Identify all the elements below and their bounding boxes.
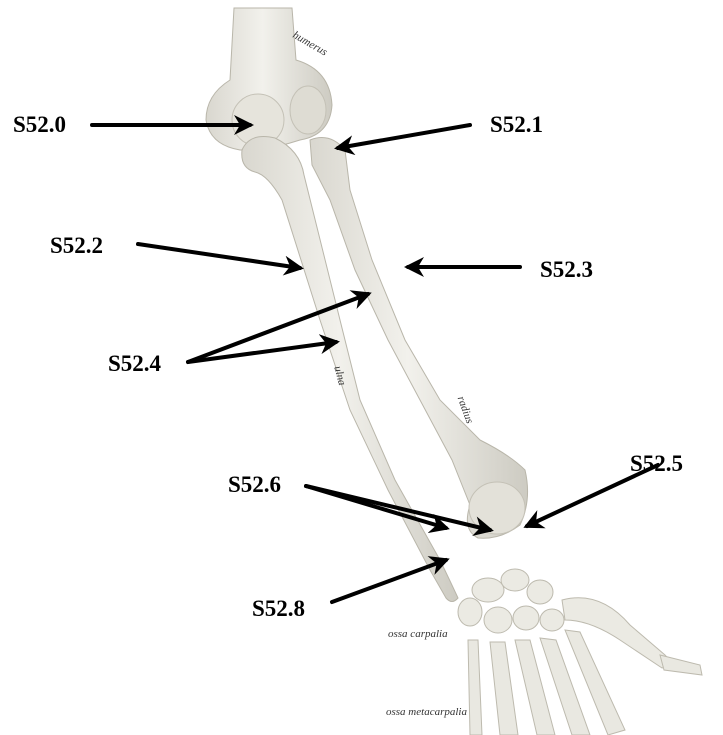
code-s52-1: S52.1: [490, 113, 543, 136]
code-s52-4: S52.4: [108, 352, 161, 375]
metacarpals-label: ossa metacarpalia: [386, 707, 467, 718]
code-s52-8: S52.8: [252, 597, 305, 620]
code-s52-0: S52.0: [13, 113, 66, 136]
arrow-s52-2: [138, 244, 300, 268]
code-s52-6: S52.6: [228, 473, 281, 496]
code-s52-5: S52.5: [630, 452, 683, 475]
carpals-label: ossa carpalia: [388, 629, 448, 640]
hand-bones: [458, 569, 702, 735]
arrow-s52-8: [332, 560, 446, 602]
code-s52-3: S52.3: [540, 258, 593, 281]
pointer-arrows: [92, 125, 658, 602]
arrow-s52-1: [338, 125, 470, 148]
code-s52-2: S52.2: [50, 234, 103, 257]
humerus-bone: [206, 8, 332, 150]
